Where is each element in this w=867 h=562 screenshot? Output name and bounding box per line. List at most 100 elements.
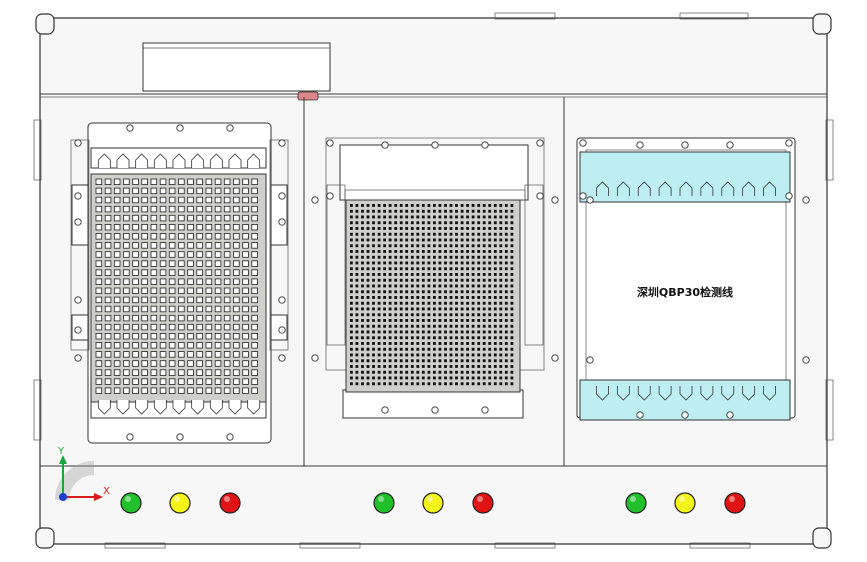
probe-pin [421,336,425,340]
probe-pin [394,250,398,253]
comb-tooth [637,386,651,401]
probe-pin [444,370,447,374]
probe-pin [444,290,447,294]
probe-pin [488,365,492,368]
probe-pin [366,365,370,368]
probe-hole [223,178,231,185]
probe-pin [493,330,497,334]
probe-pin [361,370,364,374]
probe-pin [383,301,386,305]
probe-pin [477,376,481,380]
probe-pin [504,290,508,294]
probe-hole [141,178,148,185]
probe-hole [196,178,203,185]
screw [226,124,234,132]
probe-pin [394,255,398,259]
probe-pin [410,307,414,311]
screw [381,406,389,414]
comb-tooth [135,153,149,168]
probe-pin [416,376,420,380]
probe-hole [214,278,222,285]
probe-hole [132,269,139,276]
probe-pin [355,261,359,265]
probe-pin [383,209,386,213]
probe-pin [488,227,492,230]
probe-pin [504,365,508,368]
probe-pin [444,359,447,363]
probe-pin [433,376,436,380]
left-bottom-teeth [97,400,261,415]
probe-pin [488,382,492,386]
probe-hole [233,214,240,222]
screw [536,192,544,200]
comb-tooth [172,400,186,415]
probe-pin [427,290,431,294]
probe-hole [159,260,167,267]
probe-pin [438,301,442,305]
probe-pin [460,221,464,225]
probe-pin [377,273,381,276]
probe-pin [416,313,420,317]
probe-pin [504,307,508,311]
probe-hole [187,305,194,313]
probe-pin [477,209,481,213]
probe-pin [455,244,458,248]
probe-pin [421,209,425,213]
probe-pin [449,238,453,242]
probe-pin [482,221,486,225]
probe-hole [113,332,121,340]
probe-hole [196,323,203,331]
probe-pin [488,342,492,345]
probe-pin [355,290,359,294]
probe-hole [178,387,185,394]
probe-pin [366,382,370,386]
probe-pin [477,301,481,305]
probe-pin [493,290,497,294]
probe-hole [242,387,249,394]
probe-pin [444,324,447,328]
probe-pin [449,319,453,322]
probe-hole [233,351,240,358]
probe-hole [242,332,249,340]
probe-pin [449,330,453,334]
probe-hole [223,305,231,313]
probe-hole [214,269,222,276]
probe-hole [141,269,148,276]
probe-pin [355,301,359,305]
probe-hole [132,351,139,358]
probe-pin [427,370,431,374]
probe-pin [477,267,481,271]
probe-pin [504,238,508,242]
probe-hole [150,260,158,267]
probe-pin [460,347,464,351]
probe-pin [388,221,392,225]
probe-pin [361,244,364,248]
probe-pin [510,250,514,253]
probe-pin [460,284,464,288]
probe-hole [233,269,240,276]
probe-hole [168,387,176,394]
probe-pin [449,267,453,271]
probe-hole [113,187,121,195]
probe-hole [223,314,231,322]
probe-pin [416,255,420,259]
comb-tooth [209,153,223,168]
probe-pin [421,347,425,351]
probe-hole [132,233,139,240]
probe-pin [466,370,469,374]
screw [579,139,587,147]
top-control-box [142,42,331,92]
probe-pin [399,365,403,368]
probe-pin [410,353,414,357]
probe-hole [150,205,158,213]
probe-pin [499,284,503,288]
probe-hole [187,205,194,213]
probe-pin [399,250,403,253]
probe-pin [510,307,514,311]
probe-hole [178,296,185,304]
probe-pin [482,261,486,265]
probe-hole [150,214,158,222]
probe-hole [104,223,112,231]
probe-hole [196,233,203,240]
probe-pin [438,204,442,207]
